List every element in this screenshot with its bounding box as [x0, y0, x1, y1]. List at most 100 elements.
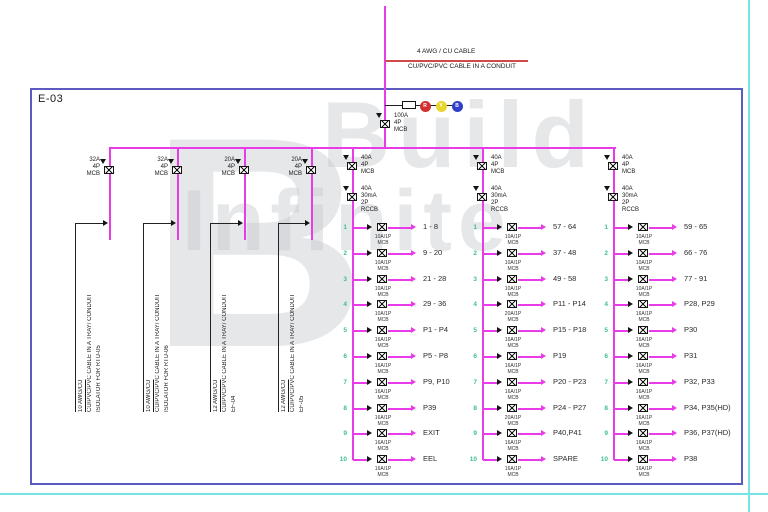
subpanel-1-circuit-10-breaker-label-line1: 16A/1P — [374, 466, 392, 472]
subpanel-3-circuit-1-load-label: 59 - 65 — [684, 222, 708, 231]
feeder-4-breaker-label-line3: MCB — [288, 171, 302, 177]
subpanel-3-circuit-5-tap1 — [614, 330, 630, 332]
subpanel-2-circuit-7-breaker-symbol-body — [507, 378, 517, 386]
subpanel-2-circuit-1-tap2 — [518, 227, 543, 229]
subpanel-1-circuit-9-tap2 — [388, 433, 413, 435]
subpanel-1-circuit-7-number: 7 — [343, 379, 347, 386]
feeder-1-cable-arrow — [103, 220, 108, 226]
subpanel-1-circuit-1-number: 1 — [343, 224, 347, 231]
subpanel-1-circuit-1-breaker-symbol-body — [377, 223, 387, 231]
subpanel-2-circuit-9-breaker-label-line1: 16A/1P — [504, 440, 522, 446]
subpanel-3-circuit-2-load-label: 66 - 76 — [684, 248, 708, 257]
subpanel-3-circuit-6-breaker-label-line1: 16A/1P — [635, 363, 653, 369]
subpanel-2-circuit-4-tap-arrow — [497, 301, 502, 307]
subpanel-1-breaker-label-line2: 4P — [361, 162, 369, 168]
subpanel-1-circuit-4-tap1 — [353, 304, 369, 306]
subpanel-2-breaker-label-line2: 4P — [491, 162, 499, 168]
subpanel-2-circuit-7-breaker-label-line2: MCB — [507, 395, 519, 401]
subpanel-2-circuit-10-tap1 — [483, 459, 499, 461]
subpanel-2-circuit-10-tap2 — [518, 459, 543, 461]
subpanel-1-circuit-6-end-arrow — [411, 353, 416, 359]
subpanel-3-circuit-1-tap2 — [649, 227, 674, 229]
subpanel-1-circuit-9-number: 9 — [343, 430, 347, 437]
feeder-2-breaker-symbol-arrow — [168, 159, 174, 164]
subpanel-1-circuit-3-breaker-label-line2: MCB — [377, 292, 389, 298]
subpanel-1-circuit-4-number: 4 — [343, 301, 347, 308]
subpanel-1-circuit-10-tap1 — [353, 459, 369, 461]
subpanel-3-circuit-4-load-label: P28, P29 — [684, 299, 715, 308]
subpanel-3-circuit-9-tap1 — [614, 433, 630, 435]
subpanel-1-circuit-3-number: 3 — [343, 276, 347, 283]
subpanel-1-circuit-8-load-label: P39 — [423, 403, 437, 412]
feeder-1-breaker-symbol-body — [104, 166, 114, 174]
subpanel-1-circuit-4-breaker-label-line1: 10A/1P — [374, 311, 392, 317]
subpanel-2-rccb-label-line1: 40A — [491, 186, 502, 192]
subpanel-2-circuit-5-breaker-symbol-body — [507, 326, 517, 334]
subpanel-1-circuit-4-tap-arrow — [367, 301, 372, 307]
subpanel-2-breaker-symbol-arrow — [473, 155, 479, 160]
subpanel-3-circuit-9-load-label: P36, P37(HD) — [684, 428, 731, 437]
subpanel-3-circuit-4-breaker-label-line2: MCB — [638, 317, 650, 323]
feeder-3-breaker-label-line3: MCB — [221, 171, 235, 177]
main-breaker-symbol-body — [380, 120, 390, 128]
phase-lamp-b: B — [451, 100, 463, 112]
feeder-1-breaker-label-line3: MCB — [86, 171, 100, 177]
subpanel-1-circuit-7-tap-arrow — [367, 379, 372, 385]
feeder-2-cable-label: 10 AWG/CU — [146, 379, 152, 412]
main-breaker-label-line2: 4P — [394, 120, 402, 126]
subpanel-2-breaker-symbol-body — [477, 162, 487, 170]
subpanel-2-circuit-9-number: 9 — [473, 430, 477, 437]
feeder-2-cable-vline — [143, 223, 144, 412]
feeder-4-breaker-label-line2: 4P — [294, 164, 302, 170]
feeder-3-runs-label: CU/PVC/PVC CABLE IN A TRAY/ CONDUIT — [222, 293, 228, 412]
subpanel-3-circuit-2-tap1 — [614, 253, 630, 255]
subpanel-1-circuit-7-tap1 — [353, 382, 369, 384]
subpanel-3-circuit-3-load-label: 77 - 91 — [684, 274, 708, 283]
subpanel-2-rccb-label-line2: 30mA — [491, 193, 507, 199]
main-breaker-label-line1: 100A — [394, 113, 409, 119]
subpanel-3-circuit-5-load-label: P30 — [684, 325, 698, 334]
subpanel-1-circuit-8-breaker-label-line1: 16A/1P — [374, 415, 392, 421]
subpanel-3-trunk — [613, 147, 615, 460]
subpanel-1-circuit-2-breaker-label-line1: 10A/1P — [374, 260, 392, 266]
subpanel-3-circuit-7-breaker-label-line1: 16A/1P — [635, 389, 653, 395]
feeder-4-breaker-label-line1: 20A — [291, 157, 302, 163]
subpanel-1-circuit-5-tap-arrow — [367, 327, 372, 333]
subpanel-3-circuit-3-tap1 — [614, 279, 630, 281]
subpanel-2-circuit-10-end-arrow — [541, 456, 546, 462]
subpanel-1-circuit-3-tap-arrow — [367, 276, 372, 282]
subpanel-3-circuit-5-breaker-label-line2: MCB — [638, 343, 650, 349]
subpanel-2-circuit-2-breaker-symbol-body — [507, 249, 517, 257]
subpanel-3-rccb-label-line2: 30mA — [622, 193, 638, 199]
feeder-2-cable-arrow — [171, 220, 176, 226]
subpanel-1-breaker-label-line3: MCB — [361, 169, 375, 175]
subpanel-3-circuit-6-tap2 — [649, 356, 674, 358]
feeder-3-load-label: EF-04 — [231, 395, 237, 412]
subpanel-3-circuit-8-load-label: P34, P35(HD) — [684, 403, 731, 412]
subpanel-3-circuit-5-end-arrow — [672, 327, 677, 333]
subpanel-2-circuit-5-breaker-label-line1: 16A/1P — [504, 337, 522, 343]
subpanel-1-circuit-4-tap2 — [388, 304, 413, 306]
subpanel-1-circuit-6-breaker-symbol-body — [377, 352, 387, 360]
feeder-3-breaker-label-line1: 20A — [224, 157, 235, 163]
subpanel-1-circuit-10-breaker-label-line2: MCB — [377, 472, 389, 478]
feeder-1-cable-hline — [75, 223, 104, 224]
subpanel-2-breaker-label-line1: 40A — [491, 155, 502, 161]
subpanel-3-circuit-8-end-arrow — [672, 405, 677, 411]
subpanel-1-circuit-7-breaker-label-line2: MCB — [377, 395, 389, 401]
main-breaker-symbol-arrow — [376, 113, 382, 118]
subpanel-1-circuit-2-breaker-label-line2: MCB — [377, 266, 389, 272]
feeder-3-breaker-symbol-body — [239, 166, 249, 174]
subpanel-2-breaker-label-line3: MCB — [491, 169, 505, 175]
subpanel-1-circuit-5-tap1 — [353, 330, 369, 332]
subpanel-3-circuit-3-tap-arrow — [628, 276, 633, 282]
subpanel-3-rccb-symbol-body — [608, 193, 618, 201]
subpanel-3-circuit-3-number: 3 — [604, 276, 608, 283]
feeder-4-runs-label: CU/PVC/PVC CABLE IN A TRAY/ CONDUIT — [290, 293, 296, 412]
feeder-2-breaker-label-line1: 32A — [157, 157, 168, 163]
subpanel-2-circuit-4-breaker-label-line1: 20A/1P — [504, 311, 522, 317]
subpanel-2-circuit-7-tap2 — [518, 382, 543, 384]
subpanel-1-breaker-label-line1: 40A — [361, 155, 372, 161]
subpanel-1-circuit-1-load-label: 1 - 8 — [423, 222, 439, 231]
